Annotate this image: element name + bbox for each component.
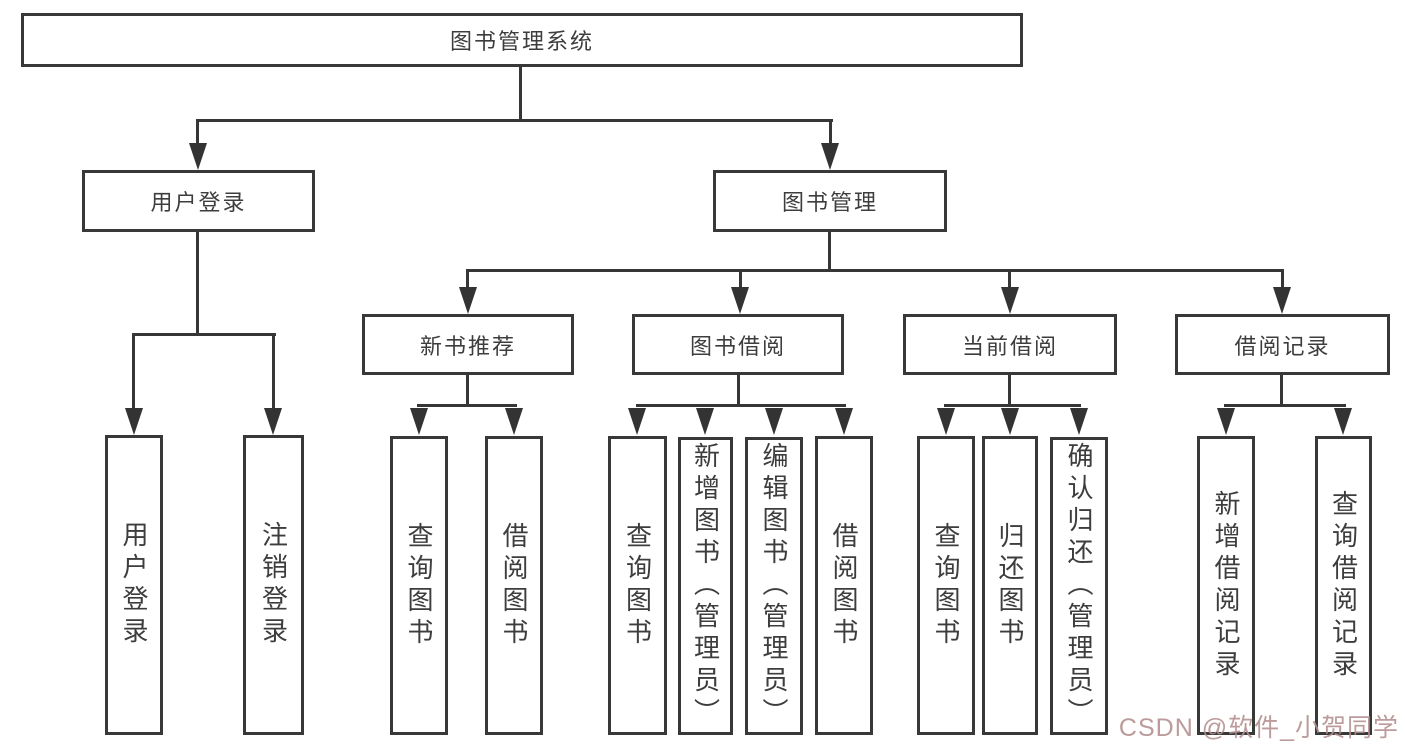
connector-line <box>1281 269 1284 289</box>
connector-line <box>466 269 469 289</box>
node-user-login-label: 用户登录 <box>150 190 247 215</box>
leaf-return-book-label: 归还图书 <box>995 521 1025 650</box>
leaf-add-borrow-record-label: 新增借阅记录 <box>1211 489 1241 682</box>
leaf-query-book-current: 查询图书 <box>917 436 975 735</box>
arrow-down-icon <box>1001 287 1019 314</box>
arrow-down-icon <box>1273 287 1291 314</box>
connector-line <box>1008 375 1011 406</box>
leaf-logout: 注销登录 <box>243 435 304 735</box>
connector-line <box>944 404 1081 407</box>
arrow-down-icon <box>1217 408 1235 435</box>
leaf-borrow-book-recommend: 借阅图书 <box>485 436 543 735</box>
connector-line <box>636 404 846 407</box>
arrow-down-icon <box>1001 408 1019 435</box>
connector-line <box>272 333 275 409</box>
leaf-add-borrow-record: 新增借阅记录 <box>1197 436 1255 735</box>
connector-line <box>196 119 833 122</box>
leaf-logout-label: 注销登录 <box>258 521 289 649</box>
connector-line <box>1224 404 1346 407</box>
leaf-confirm-return-admin-label: 确认归还（管理员） <box>1064 442 1094 730</box>
connector-line <box>829 119 832 147</box>
leaf-return-book: 归还图书 <box>982 436 1038 735</box>
leaf-borrow-book-label: 借阅图书 <box>829 521 859 650</box>
arrow-down-icon <box>459 287 477 314</box>
arrow-down-icon <box>189 143 207 170</box>
leaf-borrow-book: 借阅图书 <box>815 436 873 735</box>
connector-line <box>1008 269 1011 289</box>
leaf-query-book-recommend-label: 查询图书 <box>404 521 434 650</box>
leaf-query-borrow-record-label: 查询借阅记录 <box>1328 489 1359 682</box>
arrow-down-icon <box>410 408 428 435</box>
node-new-book-recommend-label: 新书推荐 <box>419 333 516 359</box>
leaf-user-login-label: 用户登录 <box>119 521 149 649</box>
node-book-mgmt: 图书管理 <box>713 170 947 232</box>
leaf-user-login: 用户登录 <box>105 435 163 735</box>
connector-line <box>196 119 199 147</box>
connector-line <box>132 333 135 409</box>
connector-line <box>519 67 522 122</box>
leaf-query-book-borrow: 查询图书 <box>608 436 667 735</box>
arrow-down-icon <box>765 408 783 435</box>
arrow-down-icon <box>628 408 646 435</box>
arrow-down-icon <box>125 408 143 435</box>
leaf-confirm-return-admin: 确认归还（管理员） <box>1050 437 1108 735</box>
arrow-down-icon <box>937 408 955 435</box>
connector-line <box>737 375 740 406</box>
leaf-edit-book-admin: 编辑图书（管理员） <box>745 437 803 735</box>
arrow-down-icon <box>1070 408 1088 435</box>
node-current-borrow-label: 当前借阅 <box>961 333 1058 359</box>
connector-line <box>1280 375 1283 406</box>
node-book-borrow: 图书借阅 <box>632 314 844 375</box>
leaf-query-borrow-record: 查询借阅记录 <box>1315 436 1372 735</box>
connector-line <box>466 269 1284 272</box>
leaf-query-book-borrow-label: 查询图书 <box>622 521 653 650</box>
arrow-down-icon <box>731 287 749 314</box>
arrow-down-icon <box>821 143 839 170</box>
connector-line <box>828 232 831 272</box>
node-root-label: 图书管理系统 <box>449 29 594 54</box>
arrow-down-icon <box>264 408 282 435</box>
arrow-down-icon <box>505 408 523 435</box>
leaf-borrow-book-recommend-label: 借阅图书 <box>499 521 529 650</box>
leaf-add-book-admin-label: 新增图书（管理员） <box>690 442 721 730</box>
node-book-borrow-label: 图书借阅 <box>689 333 786 359</box>
connector-line <box>466 375 469 406</box>
connector-line <box>196 232 199 336</box>
node-borrow-records: 借阅记录 <box>1175 314 1390 375</box>
connector-line <box>739 269 742 289</box>
node-new-book-recommend: 新书推荐 <box>362 314 574 375</box>
node-user-login: 用户登录 <box>82 170 315 232</box>
node-current-borrow: 当前借阅 <box>903 314 1117 375</box>
connector-line <box>132 333 276 336</box>
arrow-down-icon <box>1334 408 1352 435</box>
node-book-mgmt-label: 图书管理 <box>781 190 878 215</box>
connector-line <box>417 404 517 407</box>
leaf-query-book-current-label: 查询图书 <box>931 521 961 650</box>
arrow-down-icon <box>696 408 714 435</box>
node-root: 图书管理系统 <box>21 13 1023 67</box>
arrow-down-icon <box>835 408 853 435</box>
leaf-query-book-recommend: 查询图书 <box>390 436 448 735</box>
leaf-add-book-admin: 新增图书（管理员） <box>678 437 733 735</box>
leaf-edit-book-admin-label: 编辑图书（管理员） <box>759 442 789 730</box>
node-borrow-records-label: 借阅记录 <box>1234 333 1331 359</box>
csdn-watermark: CSDN @软件_小贺同学 <box>1118 714 1399 742</box>
